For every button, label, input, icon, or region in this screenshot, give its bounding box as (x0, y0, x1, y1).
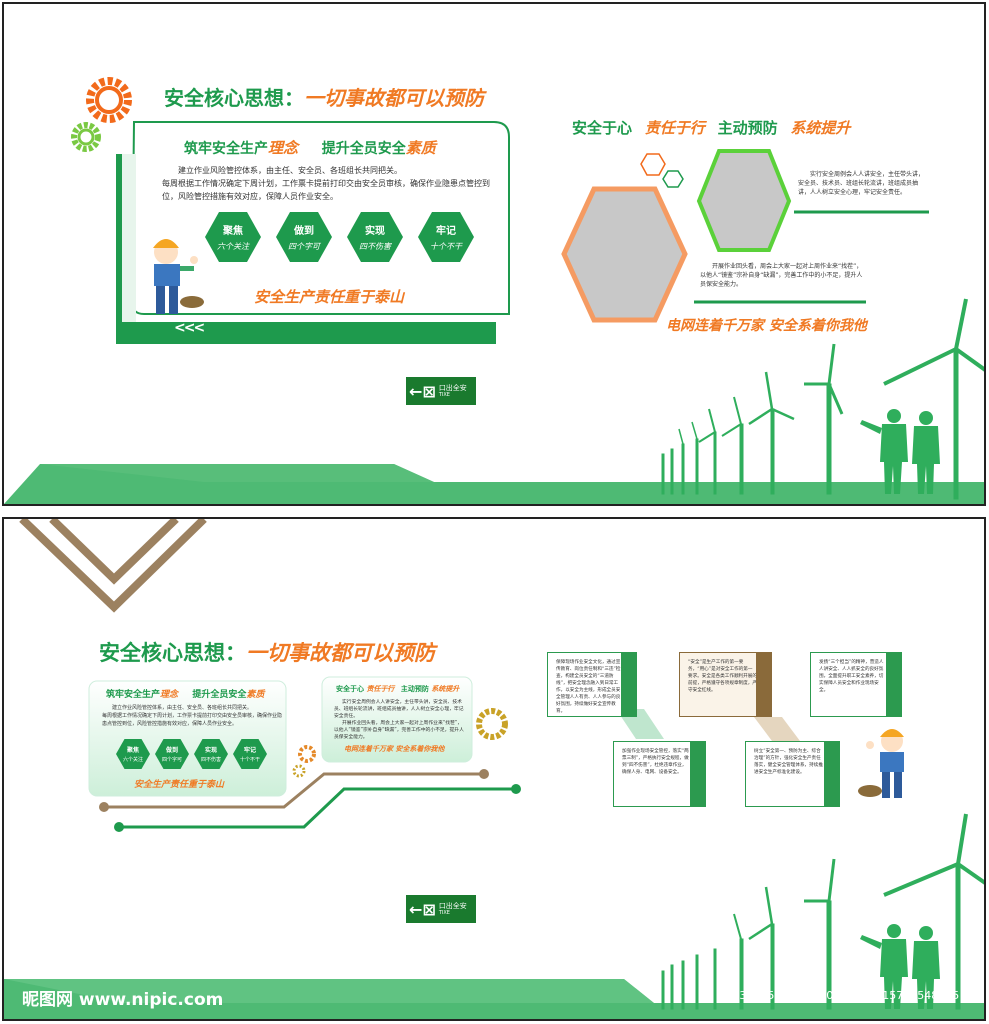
info-card-1: 保障现场作业安全文化，通过宣传教育、岗位责任制和“三违”检查，构建全员安全的“三… (547, 652, 637, 717)
bottom-box2-slogan: 电网连着千万家 安全系着你我他 (344, 745, 445, 753)
bottom-box2-title: 安全于心 责任于行 主动预防 系统提升 (336, 685, 460, 693)
worker-figure-bottom (858, 729, 904, 798)
exit-arrow-icon: ←⊠ (409, 899, 436, 919)
top-slogan-left: 安全生产责任重于泰山 (254, 288, 405, 306)
bottom-box-title: 筑牢安全生产理念 提升全员安全素质 (106, 690, 265, 700)
top-hex-achieve: 做到四个字可 (276, 212, 332, 262)
card-tab (621, 653, 637, 716)
info-card-4: 加强作业现场安全管控，落实“两票三制”，严格执行安全规程，做到“四不伤害”，杜绝… (613, 741, 706, 807)
worker-figure (153, 239, 204, 314)
card-tab (886, 653, 902, 716)
bottom-panel: 安全核心思想：一切事故都可以预防 筑牢安全生产理念 提升全员安全素质 建立作业风… (2, 517, 986, 1021)
card-tab (756, 653, 772, 716)
watermark-site: 昵图网 www.nipic.com (22, 990, 224, 1010)
bottom-headline: 安全核心思想：一切事故都可以预防 (99, 641, 435, 665)
top-background-shapes (4, 77, 984, 504)
info-card-5: 树立“安全第一、预防为主、综合治理”的方针，强化安全生产责任落实，健全安全管理体… (745, 741, 840, 807)
bottom-hex-realize: 实现四不伤害 (194, 739, 228, 769)
top-box-title: 筑牢安全生产理念 提升全员安全素质 (184, 139, 436, 157)
watermark-id: ID:34535052 NO:20240815115721548105 (724, 989, 960, 1002)
info-card-2: “安全”是生产工作的第一要务，“用心”是对安全工作的第一要求。安全是各类工作顺利… (679, 652, 772, 717)
top-slogan-right: 电网连着千万家 安全系着你我他 (666, 318, 867, 334)
top-headline: 安全核心思想：一切事故都可以预防 (164, 86, 484, 110)
exit-arrow-icon: ←⊠ (409, 381, 436, 401)
bottom-hex-achieve: 做到四个字可 (155, 739, 189, 769)
top-hex-realize: 实现四不伤害 (347, 212, 403, 262)
card-tab (824, 742, 840, 806)
top-hex-remember: 牢记十个不干 (418, 212, 474, 262)
bottom-slogan-left: 安全生产责任重于泰山 (134, 780, 225, 790)
bottom-box-paragraph: 建立作业风险管控体系，由主任、安全员、各班组长共同把关。 每周根据工作情况确定下… (102, 705, 283, 727)
top-box-paragraph: 建立作业风险管控体系，由主任、安全员、各班组长共同把关。 每周根据工作情况确定下… (162, 166, 490, 201)
chevron-icon: <<< (174, 320, 205, 336)
top-right-text-2: 开展作业回头看，周会上大家一起对上周作业来“找茬”，以他人“镜鉴”宗补自身“缺漏… (700, 263, 863, 288)
card-tab (690, 742, 706, 806)
info-card-3: 发扬“三个担当”的精神，营造人人讲安全、人人抓安全的良好氛围，全面提升职工安全素… (810, 652, 902, 717)
bottom-box2-text: 实行安全周例会人人讲安全，主任带头讲，安全员、技术员、班组长轮流讲，班组成员抽讲… (334, 700, 464, 740)
top-right-title: 安全于心 责任于行 主动预防 系统提升 (572, 119, 851, 137)
top-right-text-1: 实行安全周例会人人讲安全，主任带头讲，安全员、技术员、班组长轮流讲，班组成员抽讲… (798, 171, 925, 196)
top-panel: 安全核心思想：一切事故都可以预防 筑牢安全生产理念 提升全员安全素质 建立作业风… (2, 2, 986, 506)
